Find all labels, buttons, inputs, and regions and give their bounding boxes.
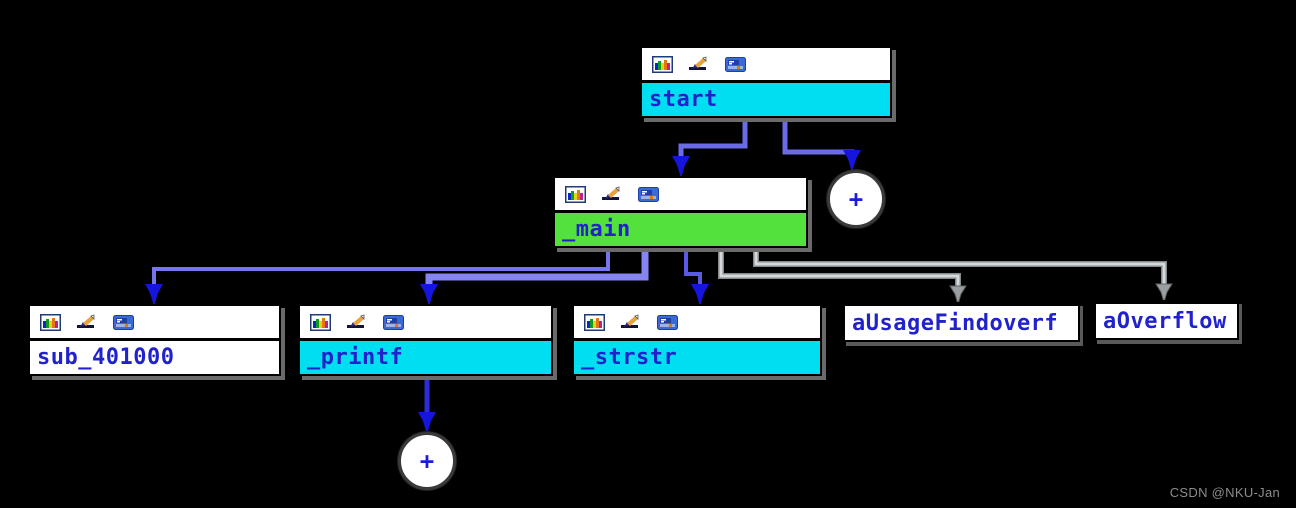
- binary-view-icon[interactable]: [383, 314, 404, 330]
- palette-icon[interactable]: [583, 313, 606, 331]
- node-label: start: [642, 83, 890, 116]
- node-toolbar: [300, 306, 551, 341]
- node-toolbar: [30, 306, 279, 341]
- edge-main-strstr: [684, 240, 709, 306]
- node-label: sub_401000: [30, 341, 279, 374]
- node-label: _strstr: [574, 341, 820, 374]
- node-printf[interactable]: _printf: [298, 304, 553, 376]
- node-main[interactable]: _main: [553, 176, 808, 248]
- plus-icon: +: [848, 185, 864, 213]
- binary-view-icon[interactable]: [113, 314, 134, 330]
- edge-main-sub401000: [145, 240, 610, 306]
- edge-main-ausagefindoverf: [718, 240, 967, 306]
- node-label: aUsageFindoverf: [852, 310, 1059, 336]
- node-collapsed-plus-top[interactable]: +: [827, 170, 885, 228]
- node-sub-401000[interactable]: sub_401000: [28, 304, 281, 376]
- edit-pencil-icon[interactable]: [76, 314, 98, 330]
- node-aoverflow[interactable]: aOverflow: [1094, 300, 1239, 340]
- node-toolbar: [574, 306, 820, 341]
- binary-view-icon[interactable]: [657, 314, 678, 330]
- node-start[interactable]: start: [640, 46, 892, 118]
- node-collapsed-plus-bottom[interactable]: +: [398, 432, 456, 490]
- node-toolbar: [642, 48, 890, 83]
- binary-view-icon[interactable]: [725, 56, 746, 72]
- binary-view-icon[interactable]: [638, 186, 659, 202]
- watermark: CSDN @NKU-Jan: [1169, 485, 1280, 500]
- node-label: _printf: [300, 341, 551, 374]
- palette-icon[interactable]: [651, 55, 674, 73]
- node-strstr[interactable]: _strstr: [572, 304, 822, 376]
- node-toolbar: [555, 178, 806, 213]
- edge-start-plus: [782, 114, 861, 172]
- node-label: aOverflow: [1103, 308, 1227, 334]
- edit-pencil-icon[interactable]: [346, 314, 368, 330]
- node-label: _main: [555, 213, 806, 246]
- palette-icon[interactable]: [39, 313, 62, 331]
- palette-icon[interactable]: [309, 313, 332, 331]
- plus-icon: +: [419, 447, 435, 475]
- edit-pencil-icon[interactable]: [601, 186, 623, 202]
- edge-printf-plus: [418, 374, 436, 434]
- edit-pencil-icon[interactable]: [688, 56, 710, 72]
- edge-main-aoverflow: [753, 240, 1173, 304]
- edge-main-printf: [420, 240, 649, 306]
- edit-pencil-icon[interactable]: [620, 314, 642, 330]
- palette-icon[interactable]: [564, 185, 587, 203]
- node-ausagefindoverf[interactable]: aUsageFindoverf: [843, 302, 1080, 342]
- edge-start-main: [672, 114, 748, 178]
